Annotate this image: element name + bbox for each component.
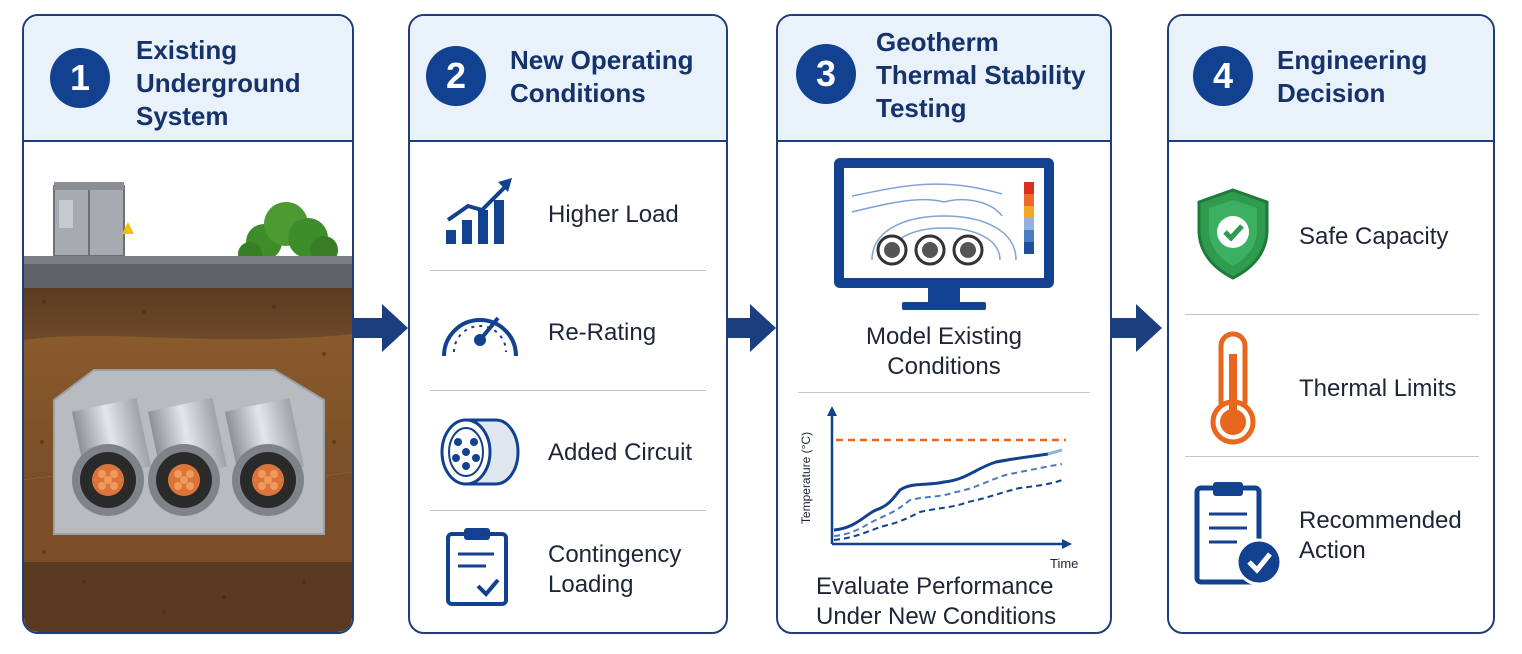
shield-check-icon [1197, 188, 1269, 280]
step-3-header: 3 Geotherm Thermal Stability Testing [778, 16, 1110, 142]
decision-label: Recommended Action [1299, 506, 1462, 566]
divider [798, 392, 1090, 393]
step-4-title-line-1: Engineering [1277, 45, 1428, 75]
operating-condition-label-line: Higher Load [548, 201, 679, 228]
step-3-number-badge: 3 [796, 44, 856, 104]
step-3-title-line-1: Geotherm [876, 27, 999, 57]
step-1-title: Existing Underground System [136, 34, 301, 133]
operating-condition-label-line: Contingency [548, 541, 682, 568]
decision-label-line: Recommended [1299, 507, 1462, 534]
step-2-header: 2 New Operating Conditions [410, 16, 726, 142]
step-4-title: Engineering Decision [1277, 44, 1427, 110]
step-2-title-line-2: Conditions [510, 78, 646, 108]
step-1-header: 1 Existing Underground System [24, 16, 352, 142]
decision-label-line: Safe Capacity [1299, 223, 1449, 250]
operating-condition-label: Re-Rating [548, 318, 656, 348]
evaluate-caption-line: Under New Conditions [816, 603, 1057, 630]
step-1-title-line-1: Existing [136, 35, 238, 65]
model-caption: Model Existing Conditions [778, 322, 1110, 382]
step-4-header: 4 Engineering Decision [1169, 16, 1493, 142]
operating-condition-label: Contingency Loading [548, 540, 681, 600]
evaluate-caption: Evaluate Performance Under New Condition… [816, 572, 1056, 632]
divider [1185, 314, 1479, 315]
clipboard-check-icon [446, 528, 508, 606]
electrical-cabinet-icon [53, 182, 134, 257]
step-1-title-line-2: Underground [136, 68, 301, 98]
step-2-title: New Operating Conditions [510, 44, 693, 110]
temperature-time-graph: Temperature (°C) Time [799, 406, 1078, 571]
step-3-title-line-2: Thermal Stability [876, 60, 1086, 90]
divider [430, 270, 706, 271]
cable-symbol-icon [914, 234, 946, 266]
divider [430, 390, 706, 391]
step-2-number-badge: 2 [426, 46, 486, 106]
thermometer-icon [1210, 331, 1256, 445]
operating-condition-label: Added Circuit [548, 438, 692, 468]
step-1-title-line-3: System [136, 101, 229, 131]
decision-label: Thermal Limits [1299, 374, 1456, 404]
step-1-number-badge: 1 [50, 48, 110, 108]
decision-label-line: Action [1299, 537, 1366, 564]
step-2-title-line-1: New Operating [510, 45, 694, 75]
conduit-pipe-icon [147, 397, 227, 516]
temperature-curve-projected [833, 463, 1063, 537]
cable-cross-section-icon [440, 418, 520, 486]
decision-label-line: Thermal Limits [1299, 375, 1457, 402]
cable-symbol-icon [952, 234, 984, 266]
flow-arrow-icon [354, 304, 408, 352]
step-4-number-badge: 4 [1193, 46, 1253, 106]
divider [430, 510, 706, 511]
step-3-title: Geotherm Thermal Stability Testing [876, 26, 1086, 125]
operating-condition-label: Higher Load [548, 200, 679, 230]
clipboard-check-icon [1194, 482, 1283, 586]
decision-label: Safe Capacity [1299, 222, 1448, 252]
step-3-panel: 3 Geotherm Thermal Stability Testing [776, 14, 1112, 634]
flow-arrow-icon [1108, 304, 1162, 352]
rising-bar-chart-icon [446, 178, 512, 244]
flow-arrow-icon [722, 304, 776, 352]
conduit-pipe-icon [224, 397, 304, 516]
step-4-panel: 4 Engineering Decision Safe Capacity The… [1167, 14, 1495, 634]
step-3-title-line-3: Testing [876, 93, 967, 123]
graph-ylabel: Temperature (°C) [799, 432, 813, 524]
operating-condition-label-line: Added Circuit [548, 439, 693, 466]
cable-symbol-icon [876, 234, 908, 266]
divider [1185, 456, 1479, 457]
conduit-pipe-icon [71, 397, 151, 516]
gauge-icon [442, 316, 518, 357]
underground-cable-illustration [24, 142, 352, 632]
evaluate-caption-line: Evaluate Performance [816, 573, 1054, 600]
graph-xlabel: Time [1050, 556, 1078, 571]
operating-condition-label-line: Loading [548, 571, 634, 598]
model-caption-line: Model Existing [865, 323, 1023, 350]
step-1-panel: 1 Existing Underground System [22, 14, 354, 634]
model-caption-line: Conditions [887, 353, 1001, 380]
temperature-curve [833, 452, 1049, 532]
step-4-title-line-2: Decision [1277, 78, 1386, 108]
monitor-thermal-model-icon [834, 158, 1054, 310]
color-scale-icon [1024, 182, 1034, 254]
step-2-panel: 2 New Operating Conditions Higher Load R… [408, 14, 728, 634]
operating-condition-label-line: Re-Rating [548, 319, 657, 346]
temperature-curve-projected [833, 479, 1063, 541]
